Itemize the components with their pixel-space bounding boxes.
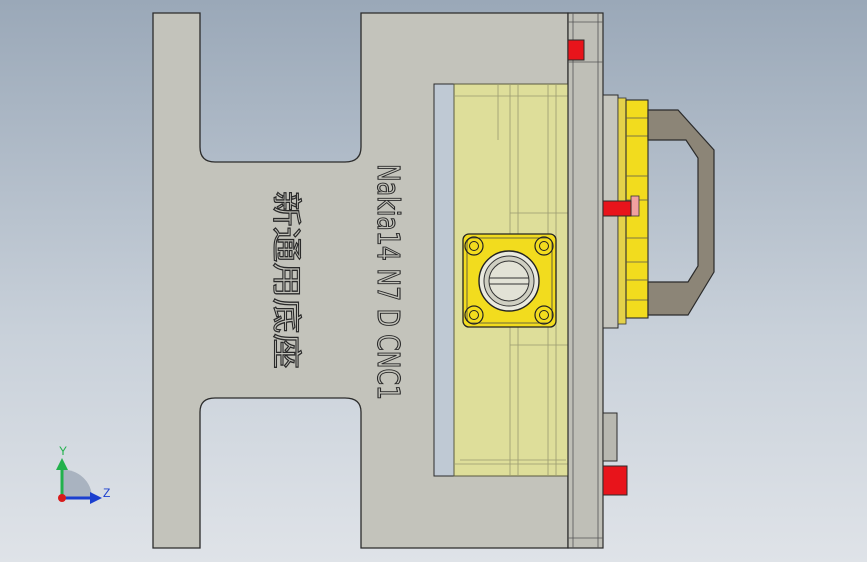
red-pin[interactable] [602,200,632,217]
red-stopper-bottom[interactable] [602,465,628,496]
plate-window [433,83,455,477]
flange-bolt [534,236,554,256]
flange-center-boss [478,250,540,312]
engraving-latin: Nakia14 N7 D CNC1 [369,163,405,400]
flange-bolt [464,305,484,325]
clamp-handle[interactable] [647,109,715,316]
svg-text:Nakia14 N7 D CNC1: Nakia14 N7 D CNC1 [370,164,405,400]
svg-text:新通用底座: 新通用底座 [268,191,303,369]
engraving-chinese: 新通用底座 [267,190,303,369]
coordinate-triad[interactable]: Y Z [56,444,110,504]
triad-origin [58,494,66,502]
y-axis-label: Y [59,444,67,458]
z-axis-arrow [90,492,102,504]
triad-rotation-arc [62,469,93,498]
bottom-spacer-block [602,412,618,462]
side-plate[interactable] [567,12,604,549]
yellow-flange[interactable] [462,233,557,328]
flange-bolt [464,236,484,256]
red-stopper-top[interactable] [567,39,585,61]
z-axis-label: Z [103,486,110,500]
y-axis-arrow [56,458,68,470]
flange-bolt [534,305,554,325]
